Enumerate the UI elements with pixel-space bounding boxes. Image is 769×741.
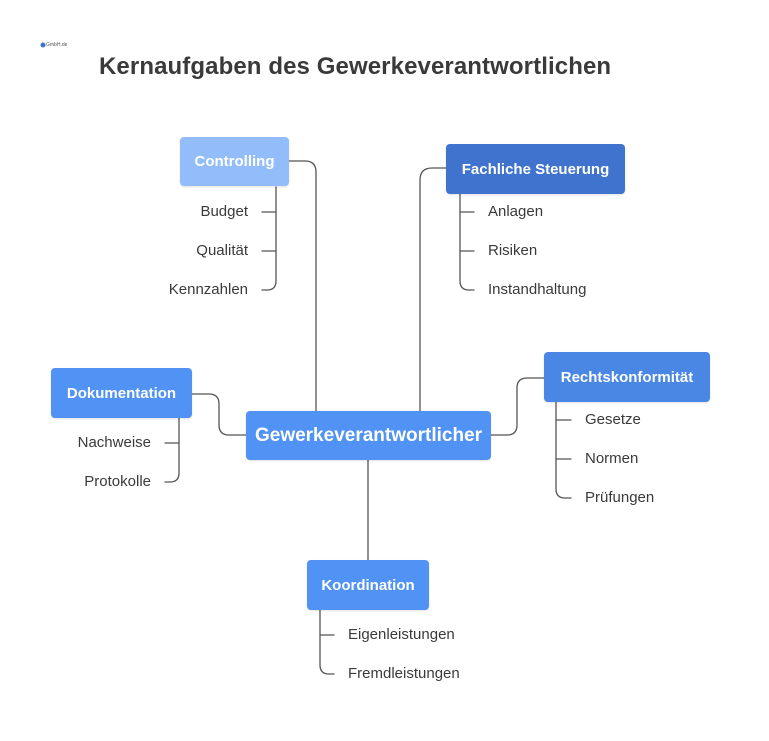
connector-center-controlling [288,160,317,412]
diagram-title: Kernaufgaben des Gewerkeverantwortlichen [99,53,612,80]
logo-mark-icon [40,42,46,48]
branch-controlling: Controlling [180,137,289,186]
bracket-dokumentation [164,417,180,483]
bracket-rechtskonformitaet [555,401,572,499]
bracket-fachliche-steuerung [459,193,475,291]
branch-dokumentation: Dokumentation [51,368,192,418]
connector-center-dokumentation [191,393,247,436]
leaf-fachliche-steuerung-1: Anlagen [488,203,544,220]
leaf-dokumentation-2: Protokolle [84,473,151,490]
leaf-koordination-2: Fremdleistungen [348,665,460,682]
leaf-rechtskonformitaet-3: Prüfungen [585,489,655,506]
connector-center-fachliche-steuerung [419,167,447,412]
branch-rechtskonformitaet: Rechtskonformität [544,352,710,402]
logo-text: GmbH.de [46,42,68,48]
leaf-rechtskonformitaet-2: Normen [585,450,639,467]
branch-koordination-label: Koordination [321,576,415,594]
center-node: Gewerkeverantwortlicher [246,411,491,460]
branch-koordination: Koordination [307,560,429,610]
leaf-fachliche-steuerung-2: Risiken [488,242,538,259]
center-node-label: Gewerkeverantwortlicher [254,424,483,446]
branch-controlling-label: Controlling [194,153,275,170]
leaf-controlling-2: Qualität [196,242,248,259]
branch-fachliche-steuerung-label: Fachliche Steuerung [461,160,610,178]
leaf-koordination-1: Eigenleistungen [348,626,455,643]
leaf-controlling-1: Budget [200,203,248,220]
branch-dokumentation-label: Dokumentation [66,384,177,402]
bracket-koordination [319,609,335,675]
branch-rechtskonformitaet-label: Rechtskonformität [560,368,694,386]
bracket-controlling [261,186,277,291]
leaf-dokumentation-1: Nachweise [77,434,151,451]
connector-center-rechtskonformitaet [490,377,545,436]
branch-fachliche-steuerung: Fachliche Steuerung [446,144,625,194]
brand-logo: GmbH.de [40,42,68,52]
leaf-rechtskonformitaet-1: Gesetze [585,411,641,428]
leaf-controlling-3: Kennzahlen [168,281,248,298]
leaf-fachliche-steuerung-3: Instandhaltung [488,281,587,298]
